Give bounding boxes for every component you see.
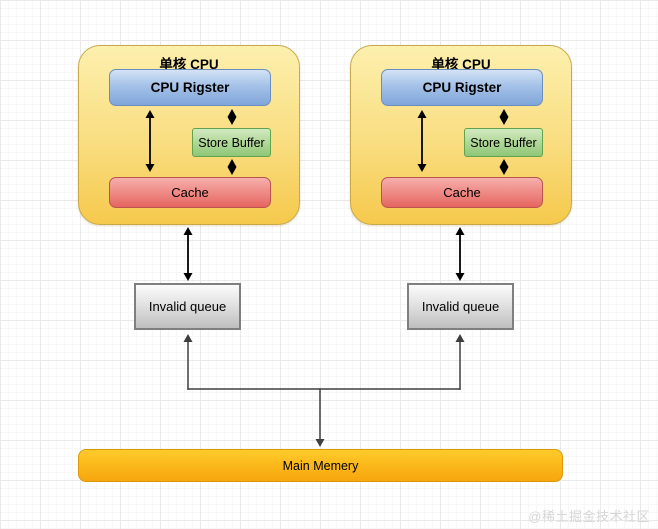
store-buffer-box: Store Buffer [192, 128, 271, 157]
store-buffer-box: Store Buffer [464, 128, 543, 157]
cache-box: Cache [109, 177, 271, 208]
cpu-register-box: CPU Rigster [381, 69, 543, 106]
cpu-block-title: 单核 CPU [431, 57, 491, 72]
cpu-register-box: CPU Rigster [109, 69, 271, 106]
cpu-block-left: 单核 CPU CPU Rigster Store Buffer Cache [78, 45, 300, 225]
invalid-queue-right: Invalid queue [407, 283, 514, 330]
main-memory-bar: Main Memery [78, 449, 563, 482]
watermark: @稀土掘金技术社区 [528, 509, 650, 524]
double-arrow-icon [183, 227, 193, 281]
double-arrow-icon [455, 227, 465, 281]
cache-box: Cache [381, 177, 543, 208]
memory-connector [183, 334, 465, 447]
cpu-block-right: 单核 CPU CPU Rigster Store Buffer Cache [350, 45, 572, 225]
invalid-queue-left: Invalid queue [134, 283, 241, 330]
cpu-block-title: 单核 CPU [159, 57, 219, 72]
